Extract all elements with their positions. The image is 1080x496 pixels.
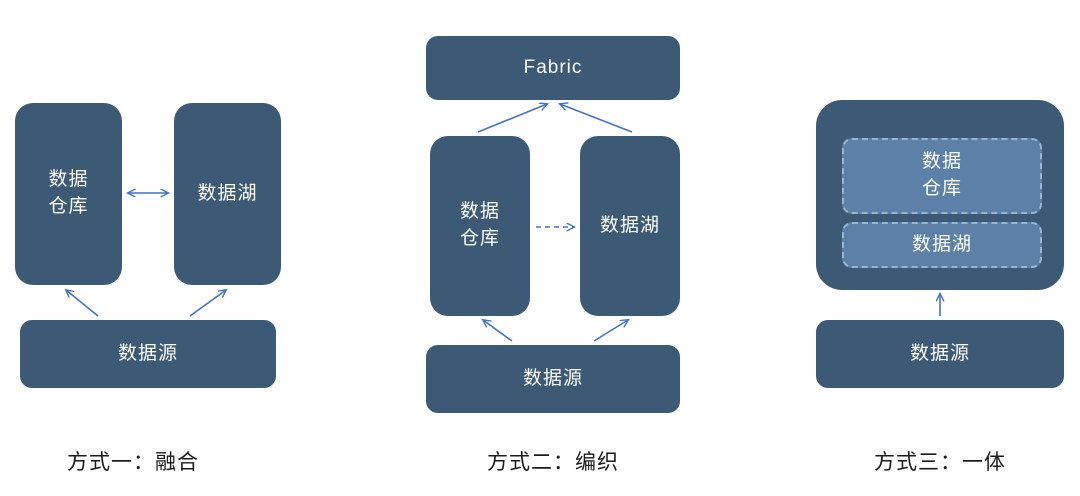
m2-data-warehouse-box: 数据 仓库 — [430, 136, 530, 316]
m2-data-source-box: 数据源 — [426, 345, 680, 413]
m3-data-lake-label: 数据湖 — [911, 233, 972, 255]
m3-data-lake-box: 数据湖 — [842, 222, 1042, 268]
m2-caption: 方式二：编织 — [487, 451, 619, 474]
m1-source-to-lake-arrow — [189, 290, 226, 317]
m2-data-lake-box: 数据湖 — [580, 136, 680, 316]
m1-data-warehouse-box: 数据 仓库 — [15, 103, 122, 285]
m3-data-warehouse-box: 数据 仓库 — [842, 138, 1042, 214]
m1-data-source-label: 数据源 — [117, 342, 178, 364]
m1-data-warehouse-label: 数据 仓库 — [48, 169, 89, 217]
m2-warehouse-to-fabric-arrow — [477, 104, 547, 133]
m3-caption: 方式三：一体 — [874, 451, 1006, 474]
m3-data-warehouse-label: 数据 仓库 — [921, 151, 962, 199]
m2-data-warehouse-label: 数据 仓库 — [459, 201, 500, 249]
m2-fabric-box: Fabric — [426, 36, 680, 100]
m2-lake-to-fabric-arrow — [560, 104, 633, 133]
m1-data-lake-box: 数据湖 — [174, 103, 281, 285]
m1-data-source-box: 数据源 — [20, 320, 276, 388]
m2-source-to-lake-arrow — [593, 320, 628, 342]
m1-caption: 方式一：融合 — [67, 451, 199, 474]
m2-source-to-warehouse-arrow — [483, 320, 513, 342]
m1-data-lake-label: 数据湖 — [197, 182, 258, 204]
m3-data-source-box: 数据源 — [816, 320, 1064, 388]
m2-fabric-label: Fabric — [523, 56, 583, 78]
m2-data-lake-label: 数据湖 — [599, 214, 660, 236]
m3-data-source-label: 数据源 — [909, 342, 970, 364]
m1-source-to-warehouse-arrow — [66, 290, 99, 317]
m2-data-source-label: 数据源 — [522, 367, 583, 389]
